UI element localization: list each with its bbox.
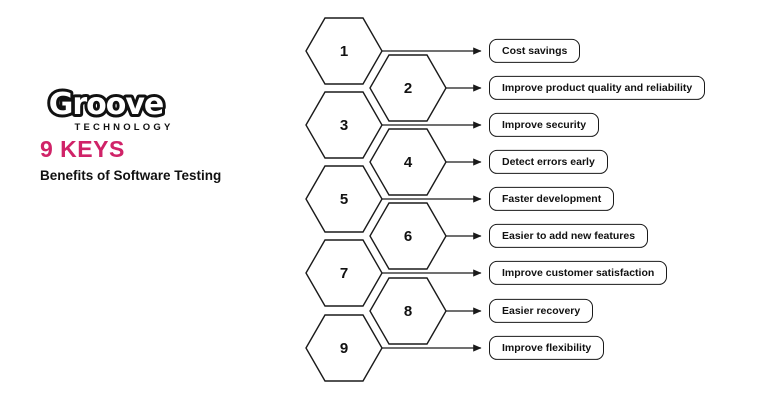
benefit-label-9: Improve flexibility	[489, 335, 605, 361]
logo-subtext: TECHNOLOGY	[74, 122, 173, 133]
logo-wordmark: Groove	[49, 87, 164, 122]
benefit-label-4: Detect errors early	[489, 149, 608, 175]
hexagon-number-2: 2	[404, 80, 412, 97]
benefit-label-3: Improve security	[489, 112, 600, 138]
benefit-label-8: Easier recovery	[489, 298, 594, 324]
hexagon-number-5: 5	[340, 191, 348, 208]
hexagon-number-9: 9	[340, 340, 348, 357]
hexagon-8	[369, 277, 447, 345]
hexagon-number-4: 4	[404, 154, 413, 171]
hexagon-6	[369, 202, 447, 270]
page-title: 9 KEYS	[40, 136, 125, 162]
hexagon-1	[305, 17, 383, 85]
hexagon-3	[305, 91, 383, 159]
benefit-label-6: Easier to add new features	[489, 223, 649, 249]
hexagon-number-1: 1	[340, 43, 348, 60]
hexagon-9	[305, 314, 383, 382]
benefit-label-7: Improve customer satisfaction	[489, 260, 668, 286]
page-subtitle: Benefits of Software Testing	[40, 168, 222, 183]
benefit-label-2: Improve product quality and reliability	[489, 75, 706, 101]
hexagon-7	[305, 239, 383, 307]
groove-technology-logo: Groove TECHNOLOGY	[46, 84, 173, 133]
hexagon-number-6: 6	[404, 228, 412, 245]
hexagon-number-8: 8	[404, 303, 412, 320]
hexagon-4	[369, 128, 447, 196]
benefit-label-1: Cost savings	[489, 38, 581, 64]
hexagon-number-7: 7	[340, 265, 348, 282]
hexagon-number-3: 3	[340, 117, 348, 134]
hexagon-5	[305, 165, 383, 233]
benefit-label-5: Faster development	[489, 186, 615, 212]
hexagon-2	[369, 54, 447, 122]
